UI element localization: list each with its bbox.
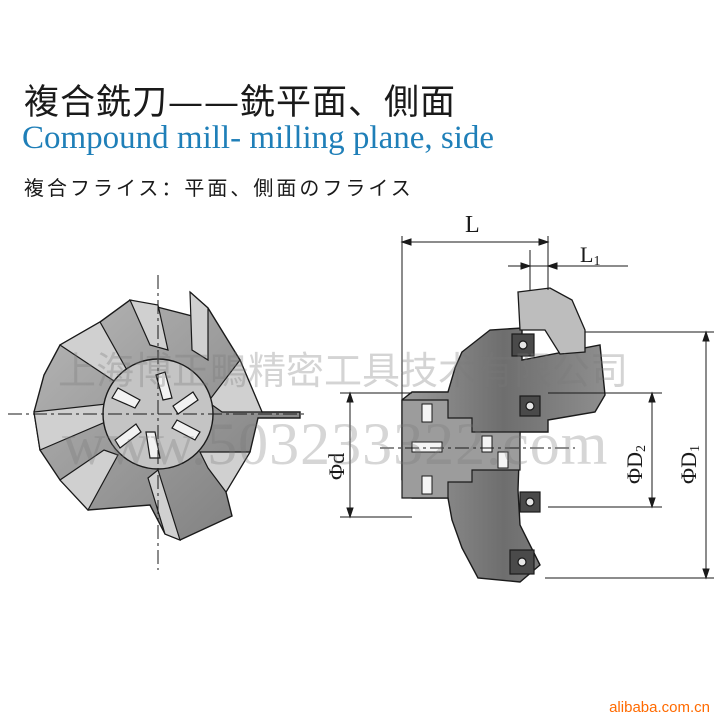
keyway xyxy=(145,431,161,459)
dim-label-phi-D1-sub: 1 xyxy=(688,445,703,452)
keyway xyxy=(114,423,142,449)
insert-screw xyxy=(518,340,528,350)
dim-label-phi-D2-sub: 2 xyxy=(634,445,649,452)
title-english: Compound mill- milling plane, side xyxy=(22,120,495,156)
flute xyxy=(147,468,181,542)
dim-label-phi-D1: ΦD1 xyxy=(676,445,703,484)
dim-label-phi-d: Φd xyxy=(324,453,349,480)
slot xyxy=(421,475,433,495)
slot xyxy=(411,441,443,453)
center-lines xyxy=(8,275,305,570)
keyway xyxy=(171,419,201,441)
flute xyxy=(207,358,263,413)
dim-label-phi-D2-main: ΦD xyxy=(622,452,647,484)
dim-label-L: L xyxy=(465,212,480,238)
keyway xyxy=(172,391,199,415)
title-japanese: 複合フライス：平面、側面のフライス xyxy=(24,176,414,200)
dim-label-phi-D1-main: ΦD xyxy=(676,452,701,484)
cutting-inserts xyxy=(509,333,541,575)
dimension-lines xyxy=(340,236,714,580)
keyway xyxy=(111,387,141,409)
keyway xyxy=(155,371,173,401)
slot xyxy=(497,451,509,469)
flute xyxy=(59,449,119,512)
insert-screw xyxy=(517,557,527,567)
watermark-site: www.503233322.com xyxy=(62,411,609,477)
hub-face xyxy=(401,399,521,499)
footer-site: alibaba.com.cn xyxy=(609,699,710,716)
dim-label-L1-main: L xyxy=(580,242,593,267)
flute-cuts xyxy=(33,290,263,542)
insert-screw xyxy=(525,497,535,507)
title-chinese: 複合銑刀——銑平面、側面 xyxy=(24,83,457,123)
slot xyxy=(421,403,433,423)
slot xyxy=(481,435,493,453)
dim-label-phi-D2: ΦD2 xyxy=(622,445,649,484)
dim-label-L1-sub: 1 xyxy=(593,254,600,269)
cutter-front-view xyxy=(8,275,305,570)
flute xyxy=(189,290,209,362)
dim-label-L1: L1 xyxy=(580,242,600,269)
watermark-company: 上海博正鴫精密工具技术有限公司 xyxy=(58,349,629,393)
flute xyxy=(199,451,252,494)
hub-slots xyxy=(411,403,509,495)
insert-screw xyxy=(525,401,535,411)
bore-keyways xyxy=(111,371,201,459)
top-insert-seat xyxy=(517,287,586,355)
